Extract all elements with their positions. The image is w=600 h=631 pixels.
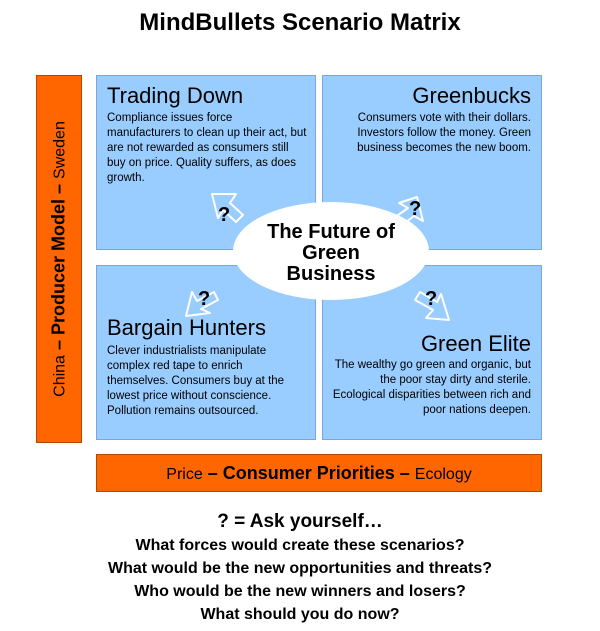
axis-separator: – (48, 178, 69, 199)
quadrant-heading: Greenbucks (412, 83, 531, 108)
quadrant-description: Compliance issues force manufacturers to… (107, 112, 307, 184)
axis-title: Producer Model (48, 198, 69, 336)
axis-separator: – (394, 463, 415, 483)
axis-right-end: Ecology (414, 466, 472, 483)
producer-model-label: China – Producer Model – Sweden (49, 121, 70, 397)
quadrant-description: The wealthy go green and organic, but th… (332, 359, 531, 416)
axis-right-end: Sweden (51, 121, 69, 179)
axis-separator: – (202, 463, 223, 483)
producer-model-axis: China – Producer Model – Sweden (36, 75, 82, 443)
footer-questions: ? = Ask yourself… What forces would crea… (0, 510, 600, 626)
center-label: The Future of Green Business (235, 222, 427, 285)
center-label-line: Green (302, 242, 360, 264)
footer-heading: ? = Ask yourself… (217, 511, 383, 532)
axis-left-end: China (51, 355, 69, 397)
quadrant-heading: Bargain Hunters (107, 315, 266, 340)
axis-separator: – (48, 335, 69, 356)
center-label-line: The Future of (267, 221, 395, 243)
question-mark-bottom-right: ? (425, 288, 438, 310)
center-label-line: Business (286, 263, 376, 285)
quadrant-heading: Trading Down (107, 83, 244, 108)
footer-question: What should you do now? (200, 606, 400, 623)
consumer-priorities-axis: Price – Consumer Priorities – Ecology (96, 454, 542, 492)
quadrant-description: Clever industrialists manipulate complex… (107, 345, 285, 417)
question-mark-top-left: ? (218, 204, 231, 226)
footer-question: What would be the new opportunities and … (108, 560, 492, 577)
quadrant-description: Consumers vote with their dollars. Inves… (357, 112, 531, 154)
question-mark-bottom-left: ? (198, 288, 211, 310)
footer-question: Who would be the new winners and losers? (134, 583, 466, 600)
axis-title: Consumer Priorities (222, 463, 395, 483)
footer-question: What forces would create these scenarios… (135, 537, 465, 554)
page-title: MindBullets Scenario Matrix (139, 9, 461, 36)
quadrant-trading-down: Trading Down Compliance issues force man… (96, 75, 316, 250)
question-mark-top-right: ? (409, 198, 422, 220)
quadrant-heading: Green Elite (420, 331, 531, 356)
axis-left-end: Price (166, 466, 203, 483)
